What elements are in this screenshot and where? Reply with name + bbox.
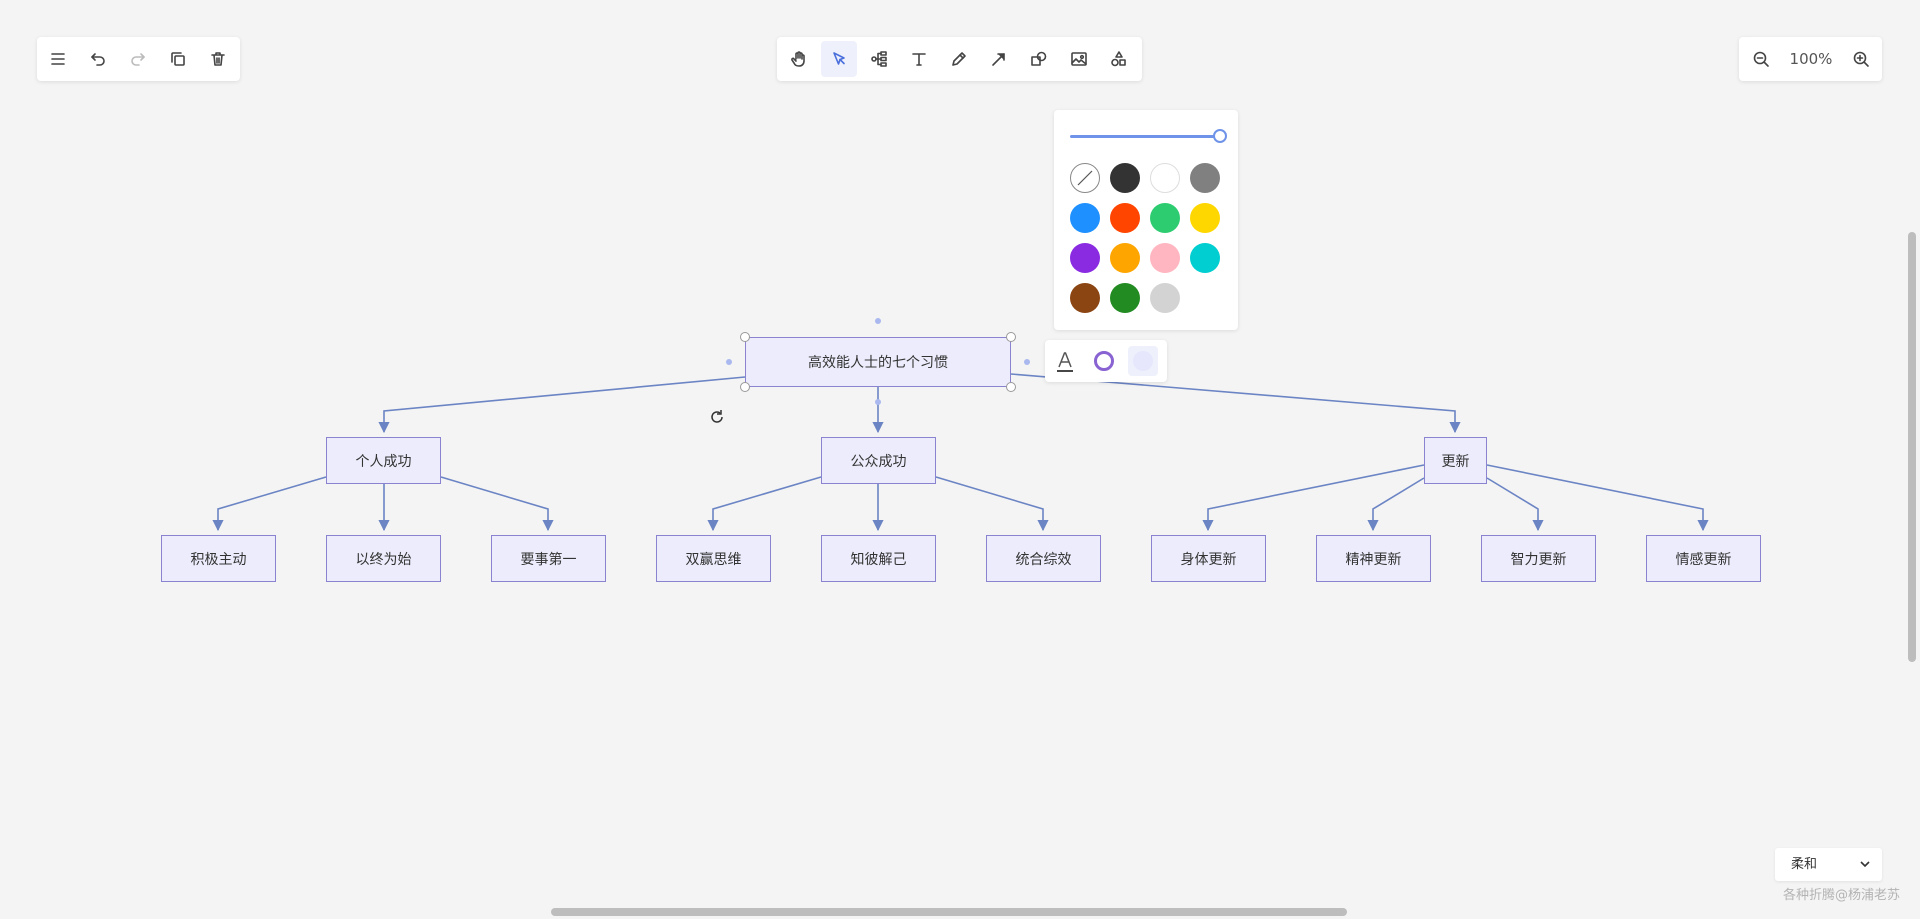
fill-color-icon [1133,351,1153,371]
mindmap-icon [871,51,887,67]
color-swatch[interactable] [1150,203,1180,233]
color-swatch[interactable] [1110,243,1140,273]
color-swatch[interactable] [1190,243,1220,273]
color-swatch[interactable] [1150,243,1180,273]
image-tool-button[interactable] [1061,41,1097,77]
mindmap-leaf-node[interactable]: 智力更新 [1481,535,1596,582]
resize-handle-top-right[interactable] [1006,332,1016,342]
color-swatch[interactable] [1110,163,1140,193]
redo-button[interactable] [120,41,156,77]
horizontal-scrollbar-thumb[interactable] [551,908,1347,916]
color-swatch[interactable] [1110,283,1140,313]
delete-icon [211,52,225,66]
stroke-color-icon[interactable] [1092,349,1116,373]
color-swatch[interactable] [1110,203,1140,233]
color-swatch[interactable] [1190,203,1220,233]
select-pointer-icon [833,52,845,65]
resize-handle-bottom-left[interactable] [740,382,750,392]
text-tool-button[interactable] [901,41,937,77]
extra-shapes-icon [1111,51,1126,67]
pencil-icon [952,52,966,66]
mindmap-branch-node[interactable]: 公众成功 [821,437,936,484]
mindmap-tool-button[interactable] [861,41,897,77]
fill-color-button[interactable] [1128,346,1158,376]
zoom-out-icon [1753,51,1769,67]
no-color-swatch[interactable] [1070,163,1100,193]
menu-icon [51,53,65,65]
redo-icon [131,53,145,66]
vertical-scrollbar-thumb[interactable] [1908,232,1916,662]
connect-point-right[interactable] [1024,359,1030,365]
opacity-slider-thumb[interactable] [1213,129,1227,143]
mindmap-root-node[interactable]: 高效能人士的七个习惯 [745,337,1011,387]
connect-point-left[interactable] [726,359,732,365]
color-swatch[interactable] [1070,283,1100,313]
text-icon [912,53,926,66]
duplicate-button[interactable] [160,41,196,77]
color-swatch[interactable] [1070,203,1100,233]
duplicate-icon [171,52,185,66]
extra-shapes-button[interactable] [1101,41,1137,77]
image-icon [1071,52,1087,66]
theme-select[interactable]: 柔和 [1775,848,1882,881]
mindmap-leaf-node[interactable]: 身体更新 [1151,535,1266,582]
resize-handle-top-left[interactable] [740,332,750,342]
zoom-level[interactable]: 100% [1789,50,1833,68]
opacity-slider-track[interactable] [1070,135,1220,138]
color-picker-popup [1054,110,1238,330]
watermark: 各种折腾@杨浦老苏 [1782,888,1900,903]
font-color-icon[interactable] [1053,349,1077,373]
arrow-tool-button[interactable] [981,41,1017,77]
zoom-out-button[interactable] [1743,41,1779,77]
mindmap-branch-node[interactable]: 个人成功 [326,437,441,484]
zoom-in-button[interactable] [1843,41,1879,77]
left-toolbar [37,37,240,81]
color-swatch[interactable] [1150,283,1180,313]
hand-tool-button[interactable] [781,41,817,77]
rotate-icon[interactable] [708,408,726,426]
color-swatch[interactable] [1190,163,1220,193]
main-toolbar [777,37,1142,81]
connect-point-bottom[interactable] [875,399,881,405]
mindmap-leaf-node[interactable]: 精神更新 [1316,535,1431,582]
mindmap-leaf-node[interactable]: 以终为始 [326,535,441,582]
theme-select-value: 柔和 [1791,857,1818,872]
delete-button[interactable] [200,41,236,77]
color-swatch[interactable] [1150,163,1180,193]
resize-handle-bottom-right[interactable] [1006,382,1016,392]
zoom-in-icon [1853,51,1869,67]
mindmap-branch-node[interactable]: 更新 [1424,437,1487,484]
mindmap-leaf-node[interactable]: 统合综效 [986,535,1101,582]
mindmap-leaf-node[interactable]: 情感更新 [1646,535,1761,582]
shape-tool-button[interactable] [1021,41,1057,77]
mindmap-leaf-node[interactable]: 积极主动 [161,535,276,582]
color-swatch[interactable] [1070,243,1100,273]
shape-icon [1031,51,1047,66]
pencil-tool-button[interactable] [941,41,977,77]
mindmap-leaf-node[interactable]: 双赢思维 [656,535,771,582]
select-tool-button[interactable] [821,41,857,77]
mindmap-leaf-node[interactable]: 要事第一 [491,535,606,582]
undo-icon [91,53,105,66]
menu-button[interactable] [40,41,76,77]
undo-button[interactable] [80,41,116,77]
connect-point-top[interactable] [875,318,881,324]
chevron-down-icon [1860,861,1870,868]
node-style-toolbar [1045,340,1167,382]
mindmap-leaf-node[interactable]: 知彼解己 [821,535,936,582]
arrow-icon [992,53,1005,66]
hand-icon [791,51,805,67]
zoom-control: 100% [1739,37,1882,81]
